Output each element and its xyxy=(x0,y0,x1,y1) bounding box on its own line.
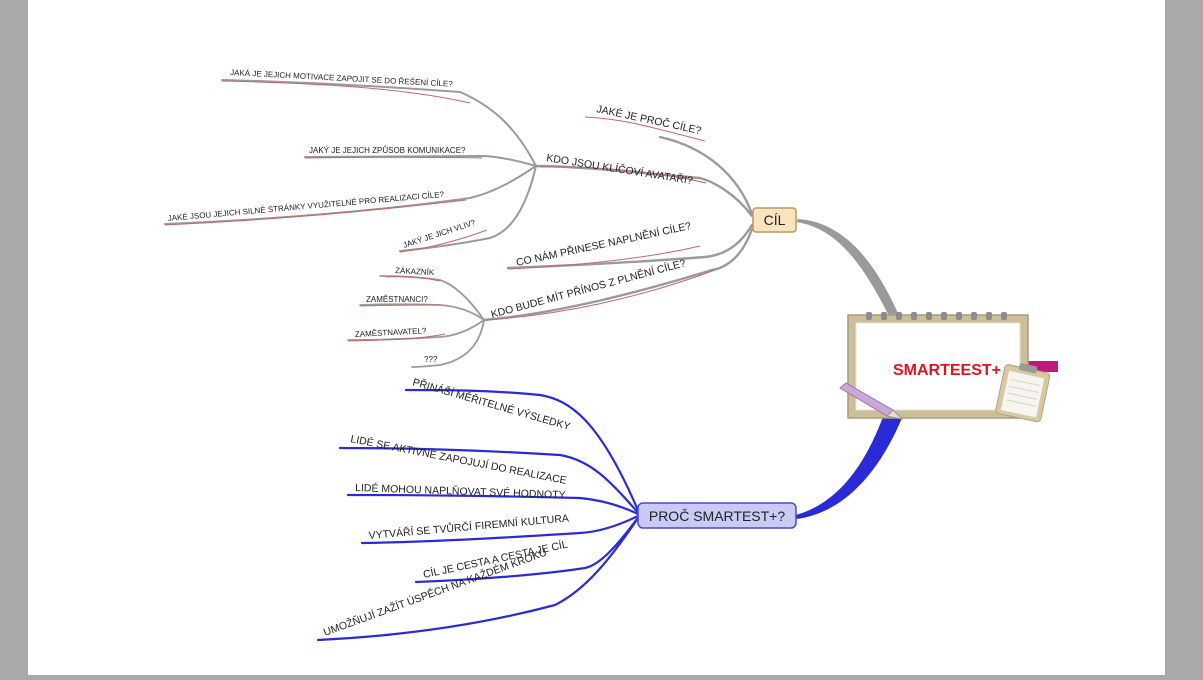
underline-kdo-jsou-avatari xyxy=(539,166,707,184)
branch-merit-vysledky xyxy=(404,388,642,517)
underline-motivace xyxy=(221,80,471,104)
branch-hodnoty xyxy=(346,493,642,517)
label-zakaznik: ZÁKAZNÍK xyxy=(395,266,435,277)
underline-zamestnavatel xyxy=(347,333,446,342)
branch-silne-stranky xyxy=(164,165,537,225)
underline-kdo-bude-mit xyxy=(485,269,716,321)
left-margin xyxy=(0,0,28,675)
main-connector-cil xyxy=(796,219,900,318)
central-node[interactable]: SMARTEEST+ xyxy=(839,312,1058,423)
spiral-binding xyxy=(866,312,1007,320)
branch-jake-je-proc xyxy=(658,135,754,216)
underline-vliv xyxy=(399,229,488,253)
node-proc-label: PROČ SMARTEST+? xyxy=(649,508,785,524)
main-connector-proc xyxy=(796,414,902,519)
underline-co-nam-prinese xyxy=(507,245,701,270)
underline-komunikace xyxy=(304,156,483,159)
underline-zakaznik xyxy=(385,276,441,282)
label-otazniky: ??? xyxy=(424,355,438,364)
underline-silne-stranky xyxy=(164,199,467,226)
central-title: SMARTEEST+ xyxy=(893,362,1001,379)
clipboard-icon xyxy=(995,363,1051,423)
notebook-paper xyxy=(855,322,1021,411)
branch-aktivne-zapojuji xyxy=(338,446,642,517)
node-cil[interactable]: CÍL xyxy=(752,207,797,233)
label-zamestnavatel: ZAMĚSTNAVATEL? xyxy=(355,326,427,339)
branch-uspech xyxy=(316,513,642,642)
branch-vliv xyxy=(399,165,537,252)
accent-tab xyxy=(1025,361,1058,372)
node-proc[interactable]: PROČ SMARTEST+? xyxy=(637,502,797,529)
label-zamestnanci: ZAMĚSTNANCI? xyxy=(366,295,428,304)
branch-kdo-bude-mit xyxy=(482,227,754,322)
branch-tvurci-kultura xyxy=(360,513,642,545)
right-margin xyxy=(1165,0,1203,675)
underline-zamestnanci xyxy=(359,304,441,307)
branch-zpusob-komunikace xyxy=(304,154,537,167)
branch-cesta xyxy=(414,513,642,584)
underline-jake-je-proc xyxy=(584,116,706,142)
branch-motivace xyxy=(221,79,537,167)
label-komunikace: JAKÝ JE JEJICH ZPŮSOB KOMUNIKACE? xyxy=(309,146,466,155)
node-cil-label: CÍL xyxy=(764,212,786,228)
pencil-icon xyxy=(839,382,904,420)
branch-otazniky xyxy=(411,319,485,368)
branch-zamestnavatel xyxy=(347,319,485,341)
